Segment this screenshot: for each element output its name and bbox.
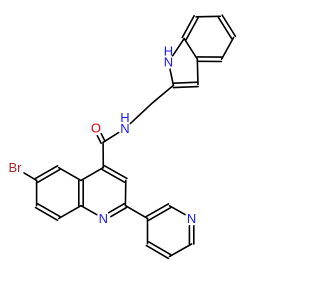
single-bond-c13-c20 — [124, 204, 149, 220]
double-bond-c18-c19-second — [36, 202, 61, 218]
atom-label-o1: O — [91, 121, 101, 136]
double-bond-c4-c5-second — [181, 14, 195, 39]
single-bond-c5-c6 — [195, 15, 222, 18]
atom-hydrogen-n2: H — [120, 110, 129, 125]
double-bond-c13-n3 — [107, 202, 126, 214]
single-bond-c9-n2 — [129, 101, 154, 125]
double-bond-c20-c21 — [147, 206, 172, 222]
single-bond-c8-c9 — [151, 84, 175, 104]
single-bond-c3-c7 — [196, 58, 199, 86]
double-bond-c11-c12 — [101, 168, 126, 184]
double-bond-c18-c19 — [34, 206, 59, 222]
double-bond-c10-o1 — [100, 132, 106, 143]
single-bond-c21-n4 — [168, 205, 186, 216]
bond-layer — [23, 14, 237, 260]
single-bond-n3-c14 — [80, 204, 98, 216]
double-bond-c7-c8 — [172, 81, 199, 85]
double-bond-c16-c17-second — [36, 168, 61, 184]
single-bond-c22-c23 — [168, 243, 193, 258]
double-bond-c7-c8-second — [172, 85, 199, 89]
atom-label-br1: Br — [9, 160, 23, 175]
double-bond-c6-c1 — [217, 16, 233, 40]
double-bond-c23-c24-second — [145, 244, 170, 260]
single-bond-c15-c16 — [57, 166, 82, 182]
double-bond-c23-c24 — [147, 240, 172, 256]
atom-label-n2: N — [120, 121, 129, 136]
single-bond-n2-c10 — [102, 131, 120, 144]
double-bond-c10-o1-second — [96, 134, 102, 145]
atom-label-n1: N — [164, 55, 173, 70]
single-bond-c3-c4 — [183, 37, 199, 60]
double-bond-c13-n3-second — [110, 206, 128, 218]
double-bond-c6-c1-second — [221, 14, 237, 38]
atom-label-n4: N — [187, 211, 196, 226]
single-bond-n1-c4 — [171, 37, 185, 57]
double-bond-c20-c21-second — [145, 203, 170, 218]
double-bond-c16-c17 — [34, 164, 59, 180]
single-bond-c1-c2 — [220, 36, 235, 61]
double-bond-c4-c5 — [185, 17, 199, 41]
single-bond-c17-br1 — [23, 172, 38, 182]
single-bond-c15-c11 — [80, 166, 105, 182]
atom-hydrogen-n1: H — [164, 44, 173, 59]
single-bond-c8-n1 — [169, 68, 175, 87]
atom-label-n3: N — [99, 211, 108, 226]
single-bond-c19-c14 — [57, 204, 82, 220]
double-bond-c11-c12-second — [103, 164, 128, 180]
